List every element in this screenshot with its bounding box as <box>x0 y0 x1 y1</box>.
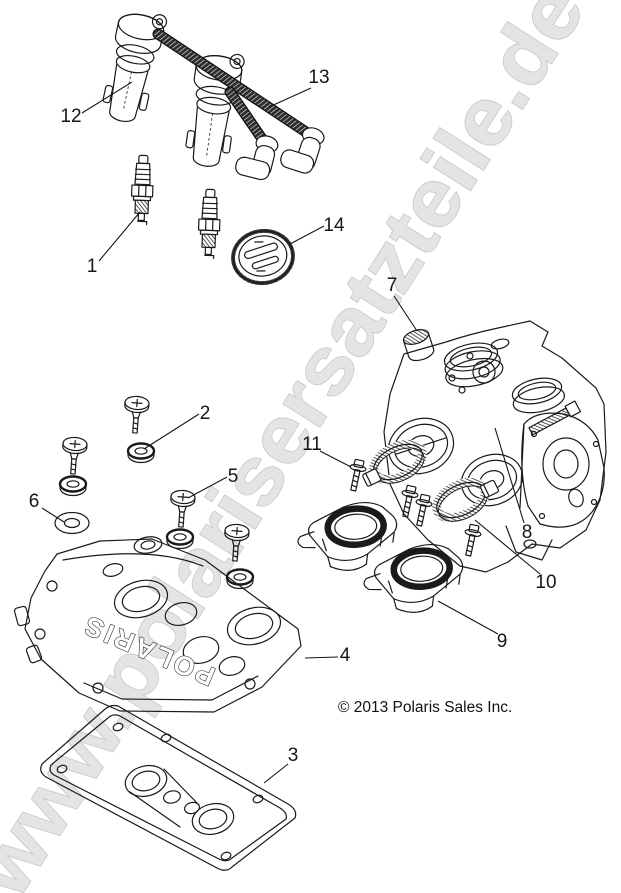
intake-boot-2 <box>363 543 464 613</box>
mount-bolt-2 <box>401 484 419 518</box>
callout-14[interactable]: 14 <box>323 215 345 236</box>
spark-plug-well-1 <box>113 579 169 619</box>
spark-plug-1 <box>130 154 154 226</box>
callout-9[interactable]: 9 <box>497 631 508 652</box>
mount-bolt-3 <box>415 493 433 527</box>
intake-boot-1 <box>297 501 398 571</box>
grommet-2 <box>58 475 88 497</box>
coil-boot-1 <box>102 13 168 122</box>
callout-4[interactable]: 4 <box>340 645 351 666</box>
wire-elbow-right <box>280 127 325 174</box>
callout-5[interactable]: 5 <box>228 466 239 487</box>
right-intake-horn <box>511 377 566 414</box>
grommet-3 <box>165 528 195 550</box>
oil-fill-cap <box>231 228 295 286</box>
cover-screw-1 <box>124 395 150 434</box>
throttle-body <box>383 320 607 573</box>
copyright-text: © 2013 Polaris Sales Inc. <box>338 699 512 716</box>
hose-clamp-1 <box>362 439 427 487</box>
hose-clamp-2 <box>432 477 500 523</box>
wire-elbow-left <box>235 135 279 181</box>
grommet-1 <box>126 442 156 464</box>
callout-2[interactable]: 2 <box>200 403 211 424</box>
callout-6[interactable]: 6 <box>29 491 40 512</box>
cover-screw-3 <box>170 489 196 528</box>
callout-12[interactable]: 12 <box>60 106 81 127</box>
ignition-wire-set <box>152 28 325 181</box>
callout-11[interactable]: 11 <box>302 434 322 455</box>
throttle-shaft <box>528 400 582 436</box>
coil-boot-2 <box>185 53 245 167</box>
callout-3[interactable]: 3 <box>288 745 299 766</box>
valve-cover-gasket <box>40 704 297 871</box>
callout-8[interactable]: 8 <box>522 522 533 543</box>
spark-plug-2 <box>197 188 221 260</box>
callout-leader-lines <box>41 81 541 784</box>
callout-13[interactable]: 13 <box>308 67 329 88</box>
callout-10[interactable]: 10 <box>535 572 556 593</box>
cover-screw-4 <box>224 523 250 562</box>
callout-1[interactable]: 1 <box>87 256 98 277</box>
mount-bolt-4 <box>464 523 482 557</box>
inlet-spigot <box>402 329 435 362</box>
sealing-washer <box>54 511 90 535</box>
spark-plug-well-2 <box>226 606 282 646</box>
callout-7[interactable]: 7 <box>387 275 398 296</box>
cover-screw-2 <box>62 436 88 475</box>
left-intake-horn <box>443 342 504 388</box>
tps-actuator <box>519 412 605 528</box>
